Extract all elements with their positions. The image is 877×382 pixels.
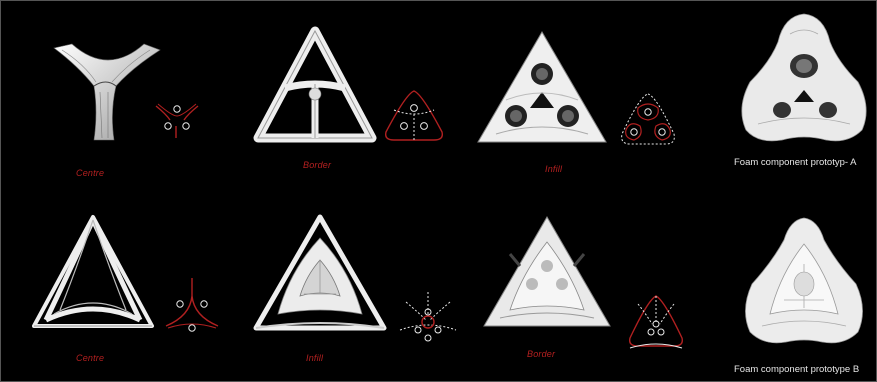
border-render-bottom [480,214,614,336]
prototype-a-render [738,12,870,146]
centre-diagram-bottom [160,276,224,332]
infill-diagram-top [616,90,680,150]
label-centre-top: Centre [76,168,104,178]
label-border-top: Border [303,160,331,170]
centre-render-top [50,42,165,142]
label-centre-bottom: Centre [76,353,104,363]
infill-diagram-bottom [396,290,460,346]
centre-render-bottom [30,214,156,332]
infill-render-bottom [252,214,388,336]
label-infill-bottom: Infill [306,353,323,363]
border-diagram-bottom [624,292,688,352]
border-diagram-top [382,88,446,144]
centre-diagram-top [152,100,202,140]
label-prototype-a: Foam component prototyp- A [734,157,857,168]
label-prototype-b: Foam component prototype B [734,364,859,375]
prototype-b-render [740,214,868,350]
border-render-top [255,28,375,146]
label-border-bottom: Border [527,349,555,359]
infill-render-top [476,30,608,148]
label-infill-top: Infill [545,164,562,174]
